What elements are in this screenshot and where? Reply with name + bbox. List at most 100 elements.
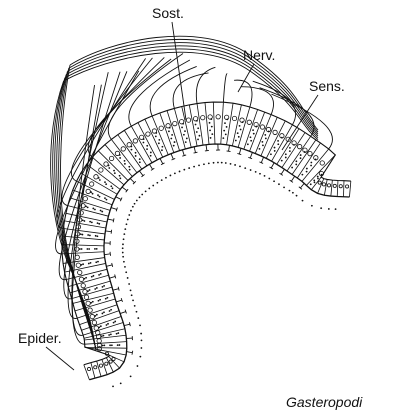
- cell-granule: [105, 298, 107, 300]
- cell-wall: [205, 103, 209, 145]
- lumen-dot: [136, 200, 138, 202]
- cell-granule: [95, 261, 97, 263]
- lumen-dot: [311, 205, 313, 207]
- sensory-hair: [216, 144, 220, 150]
- lumen-dot: [137, 317, 139, 319]
- cell-granule: [291, 167, 293, 169]
- cell-granule: [146, 145, 148, 147]
- lumen-dot: [259, 173, 261, 175]
- cell-granule: [196, 120, 198, 122]
- cell-granule: [92, 301, 94, 303]
- sensory-hair: [109, 275, 115, 279]
- cell-granule: [94, 248, 96, 250]
- cell-nucleus: [88, 308, 92, 312]
- cell-granule: [98, 300, 100, 302]
- sensory-hair: [182, 150, 186, 156]
- cell-granule: [184, 130, 186, 132]
- cell-granule: [223, 130, 225, 132]
- cell-granule: [94, 209, 96, 211]
- cell-nucleus: [159, 126, 163, 130]
- lumen-dot: [139, 356, 141, 358]
- cell-granule: [293, 144, 295, 146]
- cell-granule: [82, 263, 84, 265]
- cell-nucleus: [89, 182, 93, 186]
- cell-granule: [98, 177, 100, 179]
- cell-granule: [102, 313, 104, 315]
- lumen-dot: [123, 233, 125, 235]
- cell-nucleus: [75, 247, 79, 251]
- cell-granule: [209, 122, 211, 124]
- sensory-hair: [149, 164, 154, 170]
- cell-granule: [225, 134, 227, 136]
- lumen-dot: [130, 375, 132, 377]
- cell-granule: [143, 138, 145, 140]
- sensory-hair: [299, 183, 304, 189]
- lumen-dot: [139, 196, 141, 198]
- cell-granule: [106, 199, 108, 201]
- cell-wall: [63, 229, 105, 234]
- cell-granule: [108, 165, 110, 167]
- cell-granule: [185, 141, 187, 143]
- lumen-dot: [225, 162, 227, 164]
- cell-granule: [259, 148, 261, 150]
- cell-granule: [310, 162, 312, 164]
- cell-wall: [266, 121, 285, 158]
- cell-granule: [124, 160, 126, 162]
- cell-nucleus: [87, 367, 90, 370]
- cell-granule: [317, 176, 319, 178]
- cell-granule: [102, 345, 104, 347]
- nerve-fiber: [253, 81, 296, 125]
- cell-granule: [261, 141, 263, 143]
- label-sost: Sost.: [152, 5, 184, 21]
- cell-granule: [295, 164, 297, 166]
- lumen-dot: [127, 219, 129, 221]
- cell-granule: [150, 155, 152, 157]
- lumen-dot: [123, 238, 125, 240]
- sensory-hair: [113, 287, 119, 291]
- cell-granule: [268, 131, 270, 133]
- cell-granule: [100, 325, 102, 327]
- nerve-fiber: [196, 67, 215, 103]
- cell-nucleus: [133, 139, 137, 143]
- cell-granule: [119, 157, 121, 159]
- cell-granule: [87, 234, 89, 236]
- label-epider: Epider.: [18, 330, 62, 346]
- cell-nucleus: [81, 283, 85, 287]
- sensory-hair: [269, 163, 274, 169]
- lumen-dot: [278, 183, 280, 185]
- cell-nucleus: [345, 185, 348, 188]
- cell-granule: [143, 142, 145, 144]
- lumen-dot: [148, 188, 150, 190]
- cell-granule: [196, 131, 198, 133]
- cell-wall: [227, 103, 234, 144]
- pointer-epider: [46, 347, 74, 370]
- cell-nucleus: [224, 115, 228, 119]
- lumen-dot: [296, 195, 298, 197]
- cell-granule: [182, 123, 184, 125]
- cell-granule: [161, 149, 163, 151]
- cell-granule: [321, 174, 323, 176]
- cell-granule: [96, 314, 98, 316]
- cell-granule: [111, 344, 113, 346]
- cell-granule: [106, 324, 108, 326]
- cell-granule: [158, 139, 160, 141]
- sensory-hair: [104, 241, 110, 245]
- cell-granule: [94, 288, 96, 290]
- cell-granule: [82, 219, 84, 221]
- cell-granule: [90, 302, 92, 304]
- lumen-dot: [221, 162, 223, 164]
- cell-granule: [139, 161, 141, 163]
- sensory-hair: [139, 171, 144, 177]
- sensory-hair: [227, 145, 231, 151]
- cell-granule: [158, 142, 160, 144]
- cell-nucleus: [97, 339, 101, 343]
- cell-granule: [289, 150, 291, 152]
- cell-granule: [106, 297, 108, 299]
- cell-wall: [324, 179, 327, 195]
- lumen-dot: [145, 191, 147, 193]
- cell-granule: [102, 286, 104, 288]
- lumen-dot: [124, 228, 126, 230]
- cell-granule: [101, 211, 103, 213]
- cell-granule: [195, 124, 197, 126]
